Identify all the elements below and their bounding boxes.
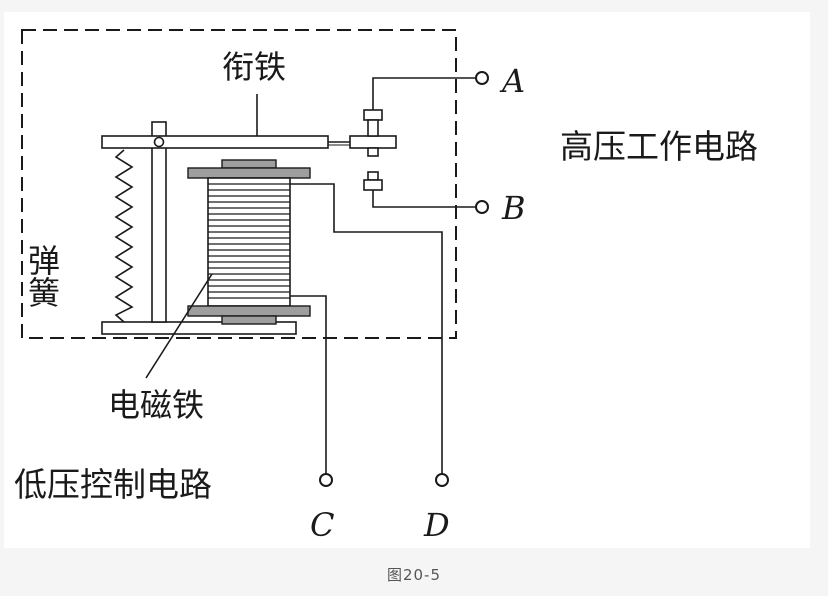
terminal-a-label: A [499,62,525,100]
spring-label-top: 弹簧 [23,244,61,308]
terminal-d-label: D [423,506,450,544]
spring [114,149,134,323]
dashed-enclosure [21,29,457,339]
wire-to-b [372,190,476,208]
terminal-a [475,71,489,85]
magnet-cap-bottom [221,315,277,325]
coil-body [207,177,291,307]
figure-caption: 图20-5 [386,566,442,584]
wire-to-d [290,183,443,474]
moving-contact-arm [349,135,397,149]
magnet-cap-top [221,159,277,169]
low-voltage-circuit-label: 低压控制电路 [14,465,212,504]
wire-to-a [372,77,476,110]
terminal-b [475,200,489,214]
moving-contact-tip [367,147,379,157]
pivot-post [151,121,167,323]
electromagnet-leader [145,273,213,379]
magnet-flange-top [187,167,311,179]
figure-panel: 衔铁 弹簧 电磁铁 高压工作电路 低压控制电路 A B C D [4,12,810,548]
wire-to-c [290,295,327,474]
lower-contact-base [363,179,383,191]
terminal-b-label: B [501,189,526,227]
high-voltage-circuit-label: 高压工作电路 [560,127,758,166]
base-plate [101,321,297,335]
lower-contact-tip [367,171,379,181]
terminal-d [435,473,449,487]
upper-contact-stem [367,119,379,137]
electromagnet-label: 电磁铁 [108,386,204,424]
armature-bar [101,135,329,149]
pivot-pin [153,136,165,148]
armature-label: 衔铁 [222,48,286,86]
relay-diagram: 衔铁 弹簧 电磁铁 高压工作电路 低压控制电路 A B C D [14,29,758,544]
magnet-flange-bottom [187,305,311,317]
terminal-c-label: C [310,506,334,544]
upper-contact-top [363,109,383,121]
terminal-c [319,473,333,487]
coil-windings [208,183,290,299]
